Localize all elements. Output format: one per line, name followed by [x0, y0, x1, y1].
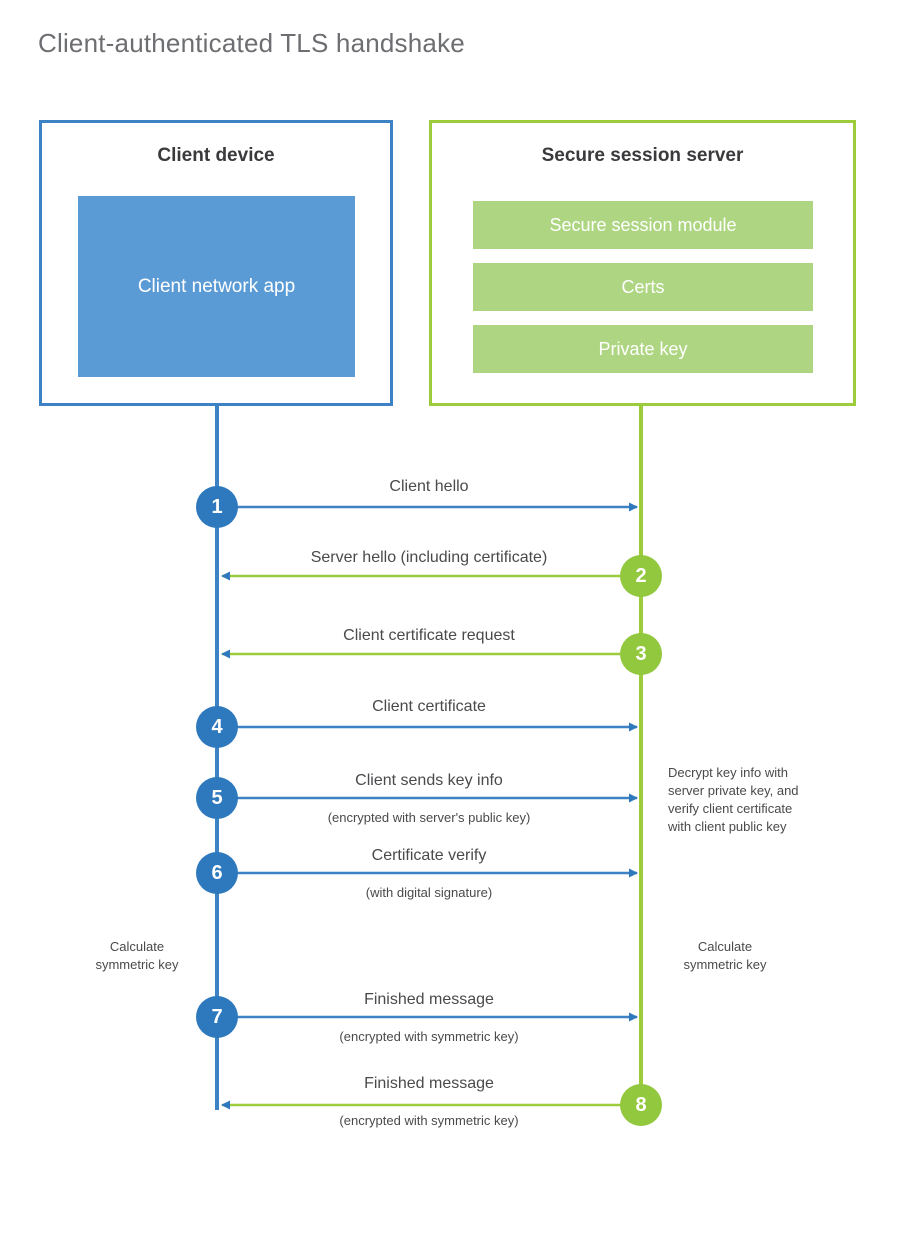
secure-session-server-title: Secure session server [541, 145, 744, 166]
message-label-7: Finished message [364, 991, 494, 1008]
message-label-5: Client sends key info [355, 772, 503, 789]
client-network-app-block: Client network app [78, 196, 355, 377]
server-decrypt-note-line: server private key, and [668, 782, 799, 798]
message-sublabel-6: (with digital signature) [365, 885, 493, 900]
message-label-3: Client certificate request [343, 627, 515, 644]
server-component-secure-session-module: Secure session module [473, 201, 813, 249]
step-circle-4[interactable]: 4 [196, 706, 238, 748]
message-sublabel-8: (encrypted with symmetric key) [339, 1113, 519, 1128]
step-circle-5[interactable]: 5 [196, 777, 238, 819]
secure-session-server-box: Secure session server Secure session mod… [429, 120, 856, 406]
message-label-8: Finished message [364, 1075, 494, 1092]
client-device-title: Client device [157, 145, 275, 166]
message-label-4: Client certificate [372, 698, 486, 715]
server-decrypt-note-line: with client public key [668, 818, 787, 834]
message-sublabel-5: (encrypted with server's public key) [327, 810, 531, 825]
server-decrypt-note-line: verify client certificate [668, 800, 793, 816]
client-calculate-note-line: Calculate [109, 939, 165, 954]
step-circle-1[interactable]: 1 [196, 486, 238, 528]
client-network-app-label: Client network app [137, 275, 296, 297]
client-device-box: Client device Client network app [39, 120, 393, 406]
page-title: Client-authenticated TLS handshake [38, 28, 465, 58]
server-calculate-note-line: symmetric key [683, 956, 767, 972]
server-component-label: Certs [621, 276, 665, 297]
step-circle-7[interactable]: 7 [196, 996, 238, 1038]
message-label-2: Server hello (including certificate) [310, 549, 548, 566]
server-decrypt-note: Decrypt key info with server private key… [668, 764, 843, 836]
step-circle-6[interactable]: 6 [196, 852, 238, 894]
server-component-certs: Certs [473, 263, 813, 311]
server-decrypt-note-line: Decrypt key info with [668, 765, 788, 780]
client-calculate-symmetric-key-note: Calculate symmetric key [57, 938, 217, 974]
server-calculate-note-line: Calculate [697, 939, 753, 954]
message-label-1: Client hello [389, 478, 469, 495]
message-sublabel-7: (encrypted with symmetric key) [339, 1029, 519, 1044]
server-component-private-key: Private key [473, 325, 813, 373]
step-circle-3[interactable]: 3 [620, 633, 662, 675]
step-circle-8[interactable]: 8 [620, 1084, 662, 1126]
server-calculate-symmetric-key-note: Calculate symmetric key [645, 938, 805, 974]
step-circle-2[interactable]: 2 [620, 555, 662, 597]
client-calculate-note-line: symmetric key [95, 956, 179, 972]
server-component-label: Secure session module [549, 214, 737, 235]
server-component-label: Private key [598, 338, 688, 359]
message-label-6: Certificate verify [371, 847, 487, 864]
